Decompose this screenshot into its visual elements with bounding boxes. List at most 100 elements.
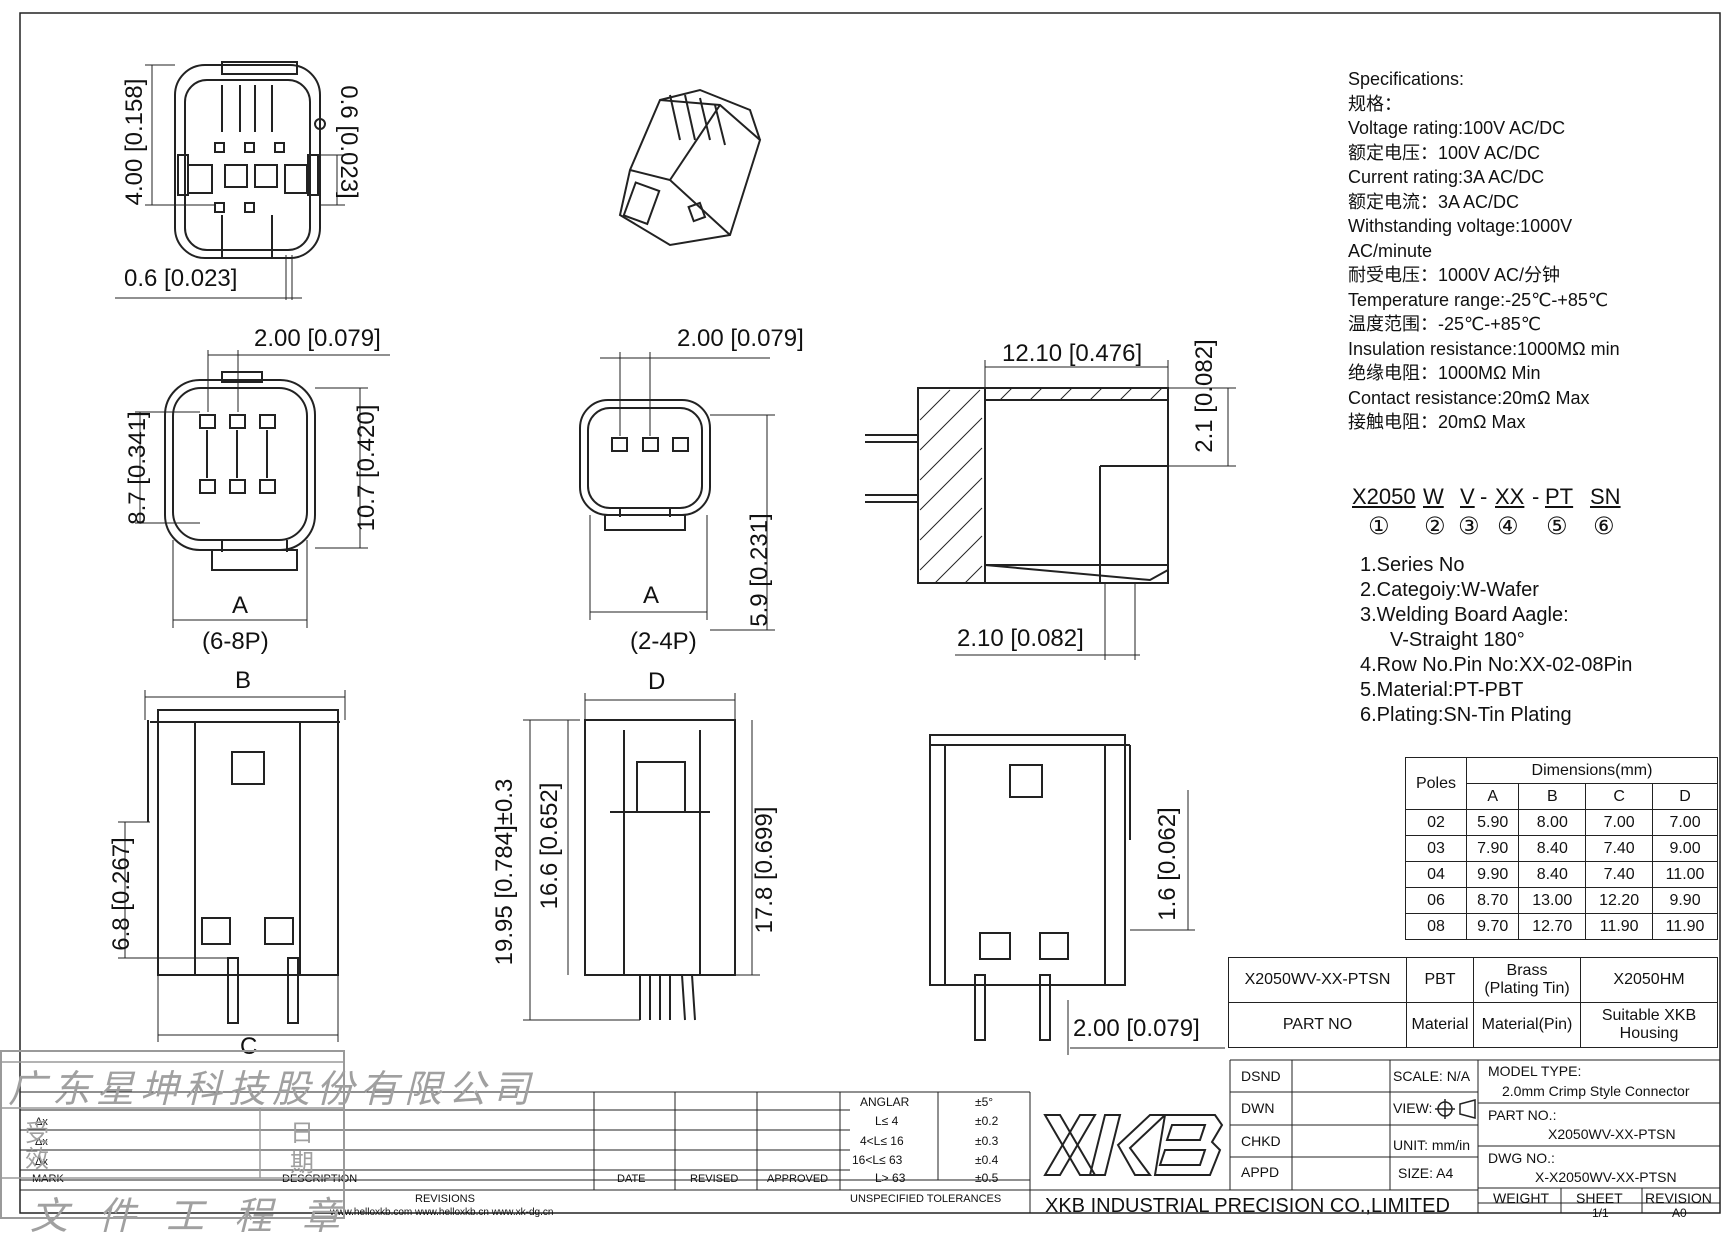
dim-label-a-left: A bbox=[232, 592, 249, 619]
col-date: DATE bbox=[617, 1173, 646, 1185]
label-size: SIZE: A4 bbox=[1398, 1165, 1454, 1181]
dim-label-10-7: 10.7 [0.420] bbox=[353, 404, 380, 532]
label-scale: SCALE: N/A bbox=[1393, 1068, 1471, 1084]
col-header: A bbox=[1465, 783, 1520, 810]
dim-label-d: D bbox=[648, 668, 666, 695]
label-appd: APPD bbox=[1241, 1164, 1280, 1180]
spec-line: Withstanding voltage:1000V bbox=[1348, 216, 1573, 236]
cell-d: 11.90 bbox=[1652, 913, 1718, 940]
cell-a: 9.90 bbox=[1465, 861, 1520, 888]
part-no-value: X2050WV-XX-PTSN bbox=[1548, 1126, 1676, 1142]
spec-line: 温度范围：-25℃-+85℃ bbox=[1348, 314, 1541, 334]
company-stamp bbox=[0, 1050, 345, 1219]
header-dimensions: Dimensions(mm) bbox=[1466, 757, 1718, 784]
cell-a: 8.70 bbox=[1465, 887, 1520, 914]
tol-label: 16<L≤ 63 bbox=[852, 1153, 903, 1167]
dim-label-2-00-center: 2.00 [0.079] bbox=[677, 325, 804, 352]
header-poles: Poles bbox=[1405, 757, 1467, 810]
side-section-view bbox=[865, 387, 1169, 584]
pin-material-value: Brass (Plating Tin) bbox=[1473, 957, 1581, 1003]
pin-material-header: Material(Pin) bbox=[1473, 1002, 1581, 1048]
cell-c: 7.40 bbox=[1585, 835, 1654, 862]
dims-bottom-right bbox=[1067, 790, 1225, 1055]
cell-c: 7.40 bbox=[1585, 861, 1654, 888]
dims-bottom-left bbox=[118, 690, 346, 1042]
stamp-left-chars: 受 效 bbox=[25, 1119, 49, 1173]
dim-label-16-6: 16.6 [0.652] bbox=[536, 782, 563, 910]
legend-item: 1.Series No bbox=[1360, 554, 1465, 576]
cell-d: 7.00 bbox=[1652, 809, 1718, 836]
model-type-label: MODEL TYPE: bbox=[1488, 1063, 1582, 1079]
dims-side bbox=[955, 360, 1236, 660]
table-row: 04 9.90 8.40 7.40 11.00 bbox=[1405, 861, 1718, 888]
label-dsnd: DSND bbox=[1241, 1068, 1281, 1084]
stamp-right-chars: 日 期 bbox=[290, 1119, 314, 1177]
dims-6-8p bbox=[135, 350, 390, 628]
dim-label-b: B bbox=[235, 667, 252, 694]
legend-item: V-Straight 180° bbox=[1390, 629, 1525, 651]
tol-value: ±0.5 bbox=[975, 1171, 999, 1185]
cell-d: 9.00 bbox=[1652, 835, 1718, 862]
table-row: 02 5.90 8.00 7.00 7.00 bbox=[1405, 809, 1718, 836]
dim-label-c: C bbox=[240, 1033, 258, 1060]
tol-value: ±5° bbox=[975, 1095, 994, 1109]
revisions-label: REVISIONS bbox=[415, 1193, 475, 1205]
col-header: C bbox=[1585, 783, 1654, 810]
dim-label-0-6-horizontal: 0.6 [0.023] bbox=[124, 265, 238, 292]
spec-line: 接触电阻：20mΩ Max bbox=[1348, 412, 1526, 432]
pin-count-6-8p: (6-8P) bbox=[202, 628, 269, 655]
material-value: PBT bbox=[1406, 957, 1474, 1003]
code-seg: SN bbox=[1590, 484, 1621, 509]
specifications-block: Specifications: 规格： Voltage rating:100V … bbox=[1348, 67, 1620, 435]
code-seg: X2050 bbox=[1352, 484, 1416, 509]
bottom-left-view bbox=[147, 709, 340, 1024]
spec-line: 额定电压：100V AC/DC bbox=[1348, 142, 1541, 163]
dims-top-left bbox=[115, 64, 345, 300]
cell-b: 13.00 bbox=[1518, 887, 1587, 914]
col-header: D bbox=[1652, 783, 1718, 810]
tol-label: L> 63 bbox=[875, 1171, 906, 1185]
spec-line: AC/minute bbox=[1348, 240, 1433, 261]
code-seg: XX bbox=[1495, 484, 1525, 509]
cell-a: 5.90 bbox=[1465, 809, 1520, 836]
tol-value: ±0.3 bbox=[975, 1134, 999, 1148]
spec-line: 绝缘电阻：1000MΩ Min bbox=[1348, 363, 1541, 383]
cell-poles: 02 bbox=[1405, 809, 1467, 836]
section-hatch bbox=[919, 387, 1163, 584]
code-circle: ⑤ bbox=[1546, 513, 1568, 540]
dim-label-2-1: 2.1 [0.082] bbox=[1191, 339, 1218, 453]
dim-label-2-00-left: 2.00 [0.079] bbox=[254, 325, 381, 352]
front-view-6-8p bbox=[164, 371, 316, 571]
table-row: 03 7.90 8.40 7.40 9.00 bbox=[1405, 835, 1718, 862]
legend-item: 6.Plating:SN-Tin Plating bbox=[1360, 704, 1572, 726]
tol-label: 4<L≤ 16 bbox=[860, 1134, 904, 1148]
spec-line: 耐受电压：1000V AC/分钟 bbox=[1348, 265, 1561, 285]
code-seg: - bbox=[1532, 484, 1540, 509]
code-circle: ③ bbox=[1458, 513, 1480, 540]
cell-a: 9.70 bbox=[1465, 913, 1520, 940]
code-circle: ⑥ bbox=[1593, 513, 1615, 540]
stamp-title: 文件工程章 bbox=[30, 1194, 371, 1238]
cell-b: 12.70 bbox=[1518, 913, 1587, 940]
company-name: XKB INDUSTRIAL PRECISION CO.,LIMITED bbox=[1045, 1195, 1450, 1217]
weight-label: WEIGHT bbox=[1493, 1190, 1549, 1206]
spec-line: Specifications: bbox=[1348, 69, 1465, 89]
revision-value: A0 bbox=[1672, 1206, 1687, 1220]
code-seg: V bbox=[1460, 484, 1475, 509]
cell-b: 8.40 bbox=[1518, 835, 1587, 862]
dims-bottom-center bbox=[523, 693, 760, 1021]
dim-label-19-95: 19.95 [0.784]±0.3 bbox=[491, 778, 518, 966]
code-circle: ② bbox=[1424, 513, 1446, 540]
websites: www.helloxkb.com www.helloxkb.cn www.xk-… bbox=[330, 1207, 554, 1218]
code-seg: W bbox=[1423, 484, 1444, 509]
cell-d: 9.90 bbox=[1652, 887, 1718, 914]
dim-label-2-00-right: 2.00 [0.079] bbox=[1073, 1015, 1200, 1042]
label-view: VIEW: bbox=[1393, 1100, 1433, 1116]
table-row: 08 9.70 12.70 11.90 11.90 bbox=[1405, 913, 1718, 940]
code-seg: PT bbox=[1545, 484, 1574, 509]
cell-poles: 06 bbox=[1405, 887, 1467, 914]
tol-value: ±0.2 bbox=[975, 1114, 999, 1128]
dwg-no-value: X-X2050WV-XX-PTSN bbox=[1535, 1169, 1677, 1185]
dim-label-a-center: A bbox=[643, 582, 660, 609]
